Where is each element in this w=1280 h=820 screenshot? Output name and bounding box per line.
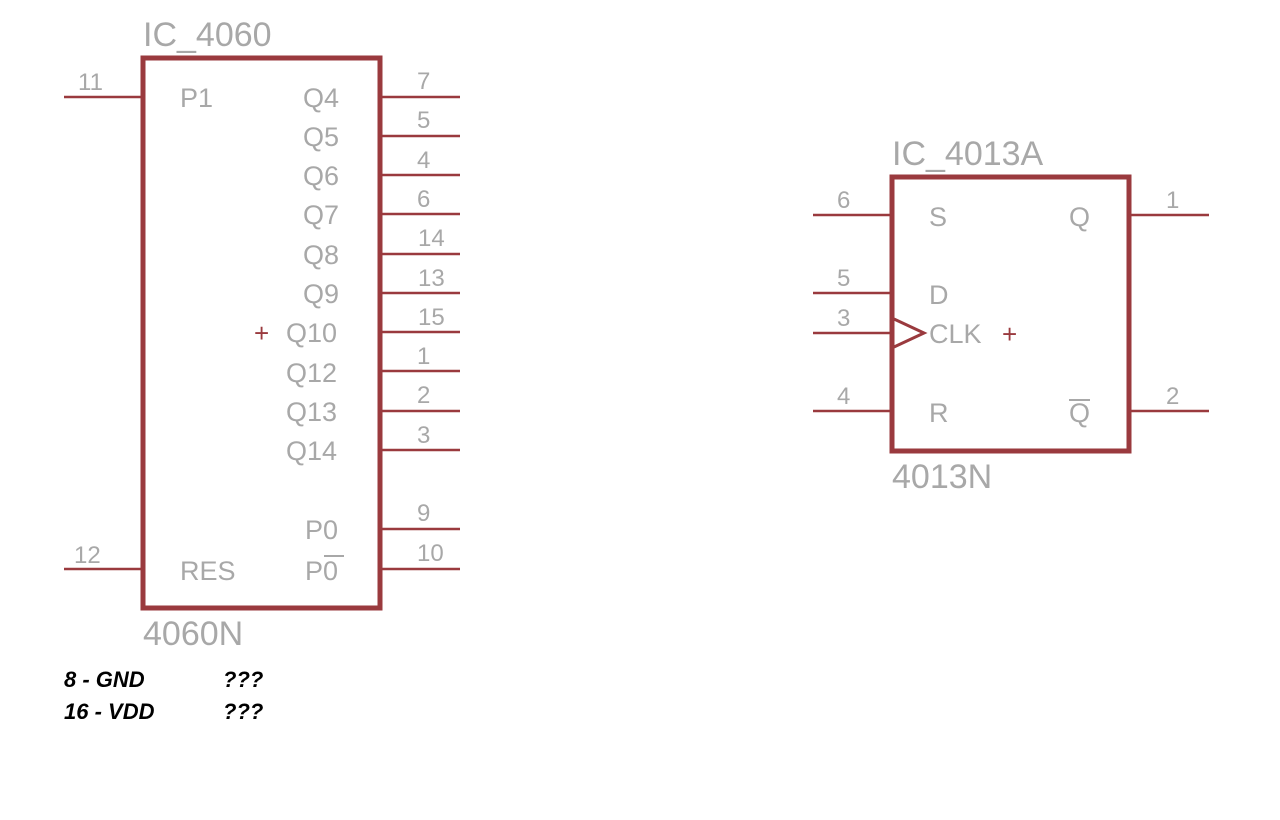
pin-number-clk: 3	[837, 305, 850, 332]
pin-label-q13: Q13	[286, 397, 337, 427]
ic-4013a-body	[889, 174, 1132, 454]
pin-label-q6: Q6	[303, 161, 339, 191]
pin-number-q12: 1	[417, 343, 430, 370]
pin-number-r: 4	[837, 383, 850, 410]
pin-label-p0-bar: P0	[305, 556, 338, 586]
clock-origin-plus-2: +	[1002, 319, 1017, 349]
pin-label-p0: P0	[305, 515, 338, 545]
pin-label-q9: Q9	[303, 279, 339, 309]
pin-number-p0-bar: 10	[417, 540, 444, 567]
pin-number-q14: 3	[417, 422, 430, 449]
pin-number-s: 6	[837, 187, 850, 214]
ic-4060: IC_4060 11 P1 12 RES 7 Q4 5 Q5 4 Q6 6 Q7…	[64, 16, 460, 653]
clock-origin-plus: +	[254, 318, 269, 348]
pin-label-q5: Q5	[303, 122, 339, 152]
ic-4013a-value: 4013N	[892, 458, 992, 496]
pin-number-q9: 13	[418, 265, 445, 292]
clock-triangle-icon	[893, 317, 928, 349]
pin-number-q10: 15	[418, 304, 445, 331]
ic-4013a-name: IC_4013A	[892, 135, 1044, 173]
pin-label-q8: Q8	[303, 240, 339, 270]
pin-label-q-bar: Q	[1069, 398, 1090, 428]
ic-4060-value: 4060N	[143, 615, 243, 653]
pin-number-d: 5	[837, 265, 850, 292]
power-notes: 8 - GND ??? 16 - VDD ???	[64, 667, 263, 724]
pin-number-q-bar: 2	[1166, 383, 1179, 410]
pin-label-s: S	[929, 202, 947, 232]
pin-label-r: R	[929, 398, 949, 428]
pin-label-clk: CLK	[929, 319, 982, 349]
pin-label-q12: Q12	[286, 358, 337, 388]
pin-number-res: 12	[74, 542, 101, 569]
pin-label-d: D	[929, 280, 949, 310]
pin-label-q14: Q14	[286, 436, 337, 466]
pin-number-q4: 7	[417, 68, 430, 95]
pin-label-p1: P1	[180, 83, 213, 113]
pin-number-p1: 11	[78, 69, 103, 96]
ic-4013a: IC_4013A 6 S 5 D 3 CLK + 4 R 1 Q 2 Q 401…	[813, 135, 1209, 496]
pin-number-q13: 2	[417, 382, 430, 409]
note-vdd-value: ???	[223, 699, 263, 724]
note-gnd-label: 8 - GND	[64, 667, 145, 692]
pin-label-q10: Q10	[286, 318, 337, 348]
pin-number-q: 1	[1166, 187, 1179, 214]
pin-number-q6: 4	[417, 147, 430, 174]
pin-number-p0: 9	[417, 500, 430, 527]
note-vdd-label: 16 - VDD	[64, 699, 155, 724]
pin-number-q8: 14	[418, 225, 445, 252]
pin-label-q: Q	[1069, 202, 1090, 232]
note-gnd-value: ???	[223, 667, 263, 692]
pin-label-q4: Q4	[303, 83, 339, 113]
pin-number-q5: 5	[417, 107, 430, 134]
pin-number-q7: 6	[417, 186, 430, 213]
ic-4060-name: IC_4060	[143, 16, 272, 54]
pin-label-res: RES	[180, 556, 236, 586]
pin-label-q7: Q7	[303, 200, 339, 230]
